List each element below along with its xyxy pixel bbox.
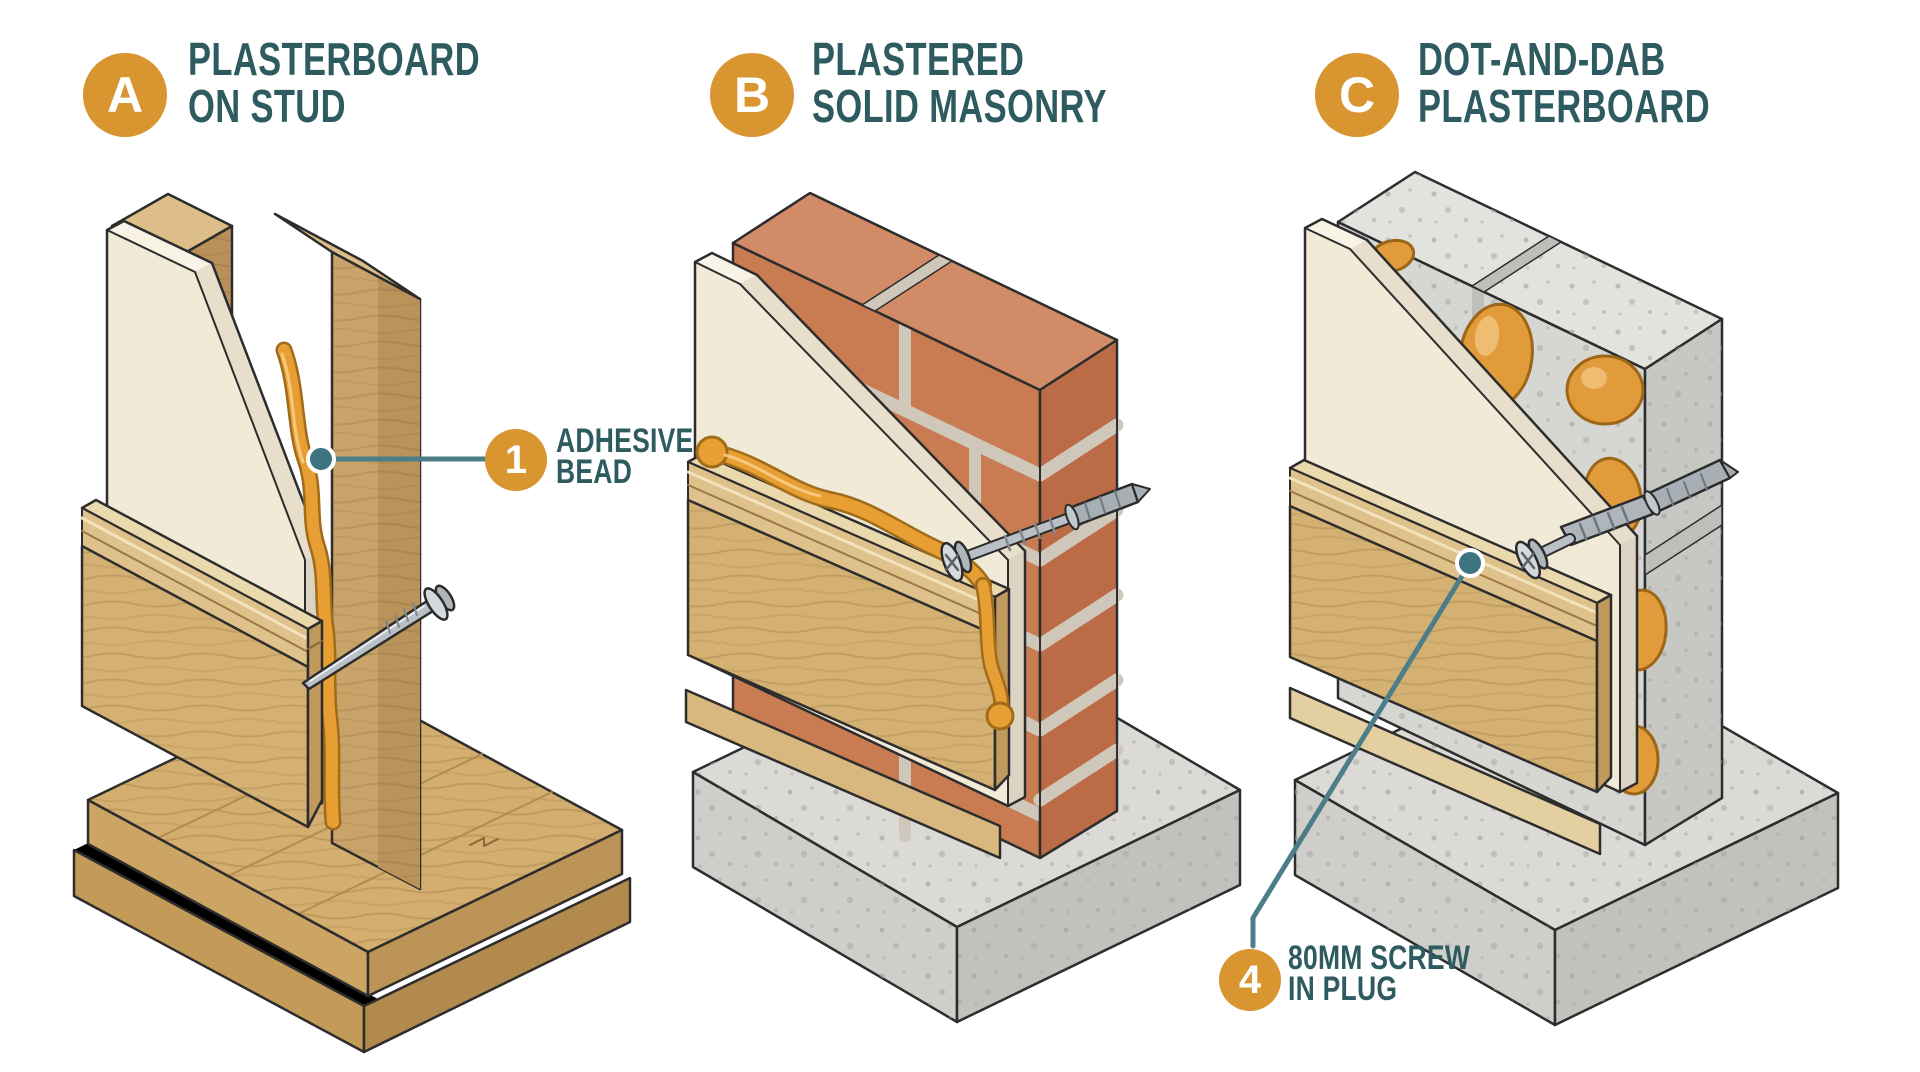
panel-c-badge: C xyxy=(1315,53,1399,137)
callout-4-leader xyxy=(1250,548,1485,949)
panel-c-title-line1: DOT-AND-DAB xyxy=(1418,33,1666,85)
panel-b-title-line1: PLASTERED xyxy=(812,33,1025,85)
screw-and-plug xyxy=(1515,458,1739,580)
callout-4-badge: 4 xyxy=(1219,949,1281,1011)
callout-1-label: ADHESIVE BEAD xyxy=(556,424,693,491)
panel-b-title-line2: SOLID MASONRY xyxy=(812,80,1107,132)
callout-4-label: 80MM SCREW IN PLUG xyxy=(1288,941,1470,1008)
callout-4-label-line2: IN PLUG xyxy=(1288,970,1398,1008)
skirting-board xyxy=(1288,458,1613,794)
panel-a-illustration xyxy=(72,192,632,1054)
callout-1-label-line1: ADHESIVE xyxy=(556,422,694,460)
callout-1-badge: 1 xyxy=(485,429,547,491)
callout-4-label-line1: 80MM SCREW xyxy=(1288,939,1471,977)
panel-a-title-line1: PLASTERBOARD xyxy=(188,33,481,85)
panel-b-illustration xyxy=(684,191,1242,1024)
right-timber-stud xyxy=(273,212,422,891)
callout-1-label-line2: BEAD xyxy=(556,453,633,491)
nail xyxy=(301,584,456,691)
panel-c-title: DOT-AND-DAB PLASTERBOARD xyxy=(1418,36,1710,130)
skirting-board xyxy=(80,498,324,829)
panel-c-illustration xyxy=(1250,170,1840,1027)
panel-b-title: PLASTERED SOLID MASONRY xyxy=(812,36,1107,130)
screw-and-plug xyxy=(940,482,1151,583)
floorboard-strip xyxy=(684,688,1002,860)
panel-c-title-line2: PLASTERBOARD xyxy=(1418,80,1711,132)
adhesive-bead xyxy=(275,341,342,831)
panel-a-title: PLASTERBOARD ON STUD xyxy=(188,36,480,130)
callout-1-leader xyxy=(306,444,491,474)
panel-a-title-line2: ON STUD xyxy=(188,80,346,132)
panel-a-badge: A xyxy=(83,53,167,137)
panel-b-badge: B xyxy=(710,53,794,137)
